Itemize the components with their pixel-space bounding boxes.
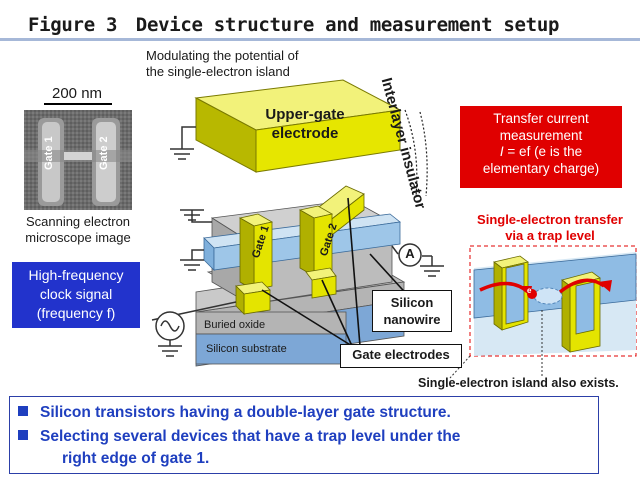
callout-lines xyxy=(261,197,413,347)
upper-gate-electrode xyxy=(194,79,402,173)
ac-clock-source xyxy=(151,301,237,357)
summary-bullet-2-text: Selecting several devices that have a tr… xyxy=(40,428,461,445)
upper-gate-label: Upper-gate electrode xyxy=(250,105,360,143)
ammeter-circuit xyxy=(391,243,444,277)
insulator-dotted-line xyxy=(404,109,418,197)
upper-gate-label-line1: Upper-gate xyxy=(265,106,345,123)
bullet-square-icon xyxy=(18,406,28,416)
silicon-substrate-layer xyxy=(195,333,347,365)
inset-title-line1: Single-electron transfer xyxy=(477,212,623,227)
clock-line1: High-frequency xyxy=(28,267,124,283)
buried-oxide-label: Buried oxide xyxy=(204,319,266,331)
transfer-line3: = ef (e is the xyxy=(503,144,583,159)
sem-scale-label: 200 nm xyxy=(52,85,103,102)
sem-gate-2-label: Gate 2 xyxy=(98,136,110,170)
title-divider xyxy=(0,38,640,41)
summary-box: Silicon transistors having a double-laye… xyxy=(9,396,599,474)
sem-gate-1-label: Gate 1 xyxy=(43,136,55,170)
figure-title: Figure 3 Device structure and measuremen… xyxy=(28,14,560,36)
upper-gate-note: Modulating the potential of the single-e… xyxy=(146,48,299,80)
transfer-line4: elementary charge) xyxy=(482,160,600,176)
silicon-nanowire-callout: Silicon nanowire xyxy=(372,290,452,332)
inset-title: Single-electron transfer via a trap leve… xyxy=(464,212,636,244)
transfer-line1: Transfer current xyxy=(493,111,589,126)
gate-electrodes-callout: Gate electrodes xyxy=(340,344,462,368)
island-footnote: Single-electron island also exists. xyxy=(418,376,619,390)
silicon-substrate-label: Silicon substrate xyxy=(206,343,287,355)
silicon-nanowire-line2: nanowire xyxy=(383,312,441,327)
inset-transfer-diagram xyxy=(449,245,637,379)
terminal-ground-upper xyxy=(180,209,212,223)
inset-title-line2: via a trap level xyxy=(505,228,595,243)
summary-bullet-2: Selecting several devices that have a tr… xyxy=(18,427,460,446)
terminal-ground-lower xyxy=(180,249,204,271)
upper-gate-note-line1: Modulating the potential of xyxy=(146,48,299,63)
sem-caption-line1: Scanning electron xyxy=(25,214,131,229)
upper-gate-ground xyxy=(170,126,196,160)
summary-bullet-1: Silicon transistors having a double-laye… xyxy=(18,403,451,422)
clock-line2: clock signal xyxy=(39,286,113,302)
silicon-nanowire-line1: Silicon xyxy=(390,295,434,310)
clock-signal-box: High-frequency clock signal (frequency f… xyxy=(12,262,140,328)
bullet-square-icon xyxy=(18,430,28,440)
summary-bullet-2-continuation: right edge of gate 1. xyxy=(62,450,210,467)
summary-bullet-1-text: Silicon transistors having a double-laye… xyxy=(40,404,451,421)
sem-caption-line2: microscope image xyxy=(25,230,131,245)
transfer-line2: measurement xyxy=(499,127,583,143)
ammeter-label: A xyxy=(405,246,415,261)
upper-gate-label-line2: electrode xyxy=(271,125,339,142)
clock-line3: (frequency f) xyxy=(36,305,116,321)
gate-1-electrode xyxy=(235,213,274,315)
sem-image xyxy=(24,103,132,210)
gate-2-electrode xyxy=(298,185,365,299)
upper-gate-note-line2: the single-electron island xyxy=(146,64,290,79)
inset-electron-label: e xyxy=(527,286,532,295)
transfer-current-box: Transfer current measurement I = ef (e i… xyxy=(460,106,622,188)
sem-caption: Scanning electron microscope image xyxy=(14,214,142,246)
transfer-current-symbol: I xyxy=(499,144,504,159)
